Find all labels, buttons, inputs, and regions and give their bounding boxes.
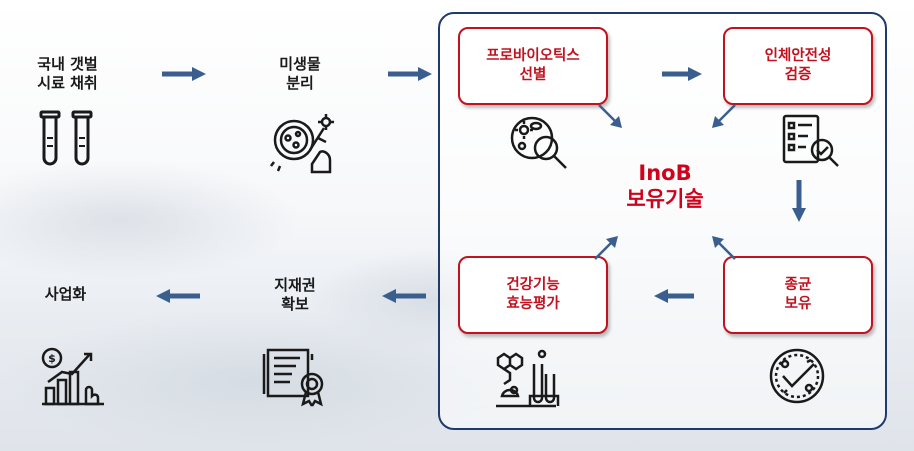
bacteria-magnifier-icon xyxy=(510,116,567,169)
center-title: InoB 보유기술 xyxy=(626,161,704,211)
step-sample-collection: 국내 갯벌 시료 채취 xyxy=(37,55,98,92)
arrow-efficacy-to-center xyxy=(594,236,618,260)
arrow-to-ip xyxy=(382,289,426,303)
box-efficacy-evaluation: 건강기능 효능평가 xyxy=(458,256,608,334)
lab-research-icon xyxy=(496,349,560,408)
test-tubes-icon xyxy=(39,110,93,166)
arrow-selection-to-center xyxy=(598,104,622,128)
approved-microbe-seal-icon xyxy=(769,348,825,404)
checklist-magnifier-icon xyxy=(782,114,839,167)
petri-dish-hand-icon xyxy=(270,114,334,174)
growth-chart-icon: $ xyxy=(41,347,104,406)
arrow-to-panel xyxy=(388,67,432,81)
arrow-safety-to-center xyxy=(712,104,736,128)
certificate-icon xyxy=(262,348,324,407)
arrow-strain-to-center xyxy=(712,236,736,260)
arrow-to-isolation xyxy=(162,67,206,81)
box-probiotic-selection: 프로바이오틱스 선별 xyxy=(458,27,608,105)
arrow-to-efficacy xyxy=(654,289,694,303)
step-isolation: 미생물 분리 xyxy=(279,55,321,92)
step-commercialization: 사업화 xyxy=(44,285,87,303)
arrow-to-commercialization xyxy=(156,289,200,303)
arrow-to-safety xyxy=(662,67,702,81)
svg-text:$: $ xyxy=(48,352,56,365)
step-ip-acquisition: 지재권 확보 xyxy=(274,276,316,313)
arrow-to-strain xyxy=(792,180,806,222)
box-strain-possession: 종균 보유 xyxy=(723,256,873,334)
box-safety-verification: 인체안전성 검증 xyxy=(723,27,873,105)
